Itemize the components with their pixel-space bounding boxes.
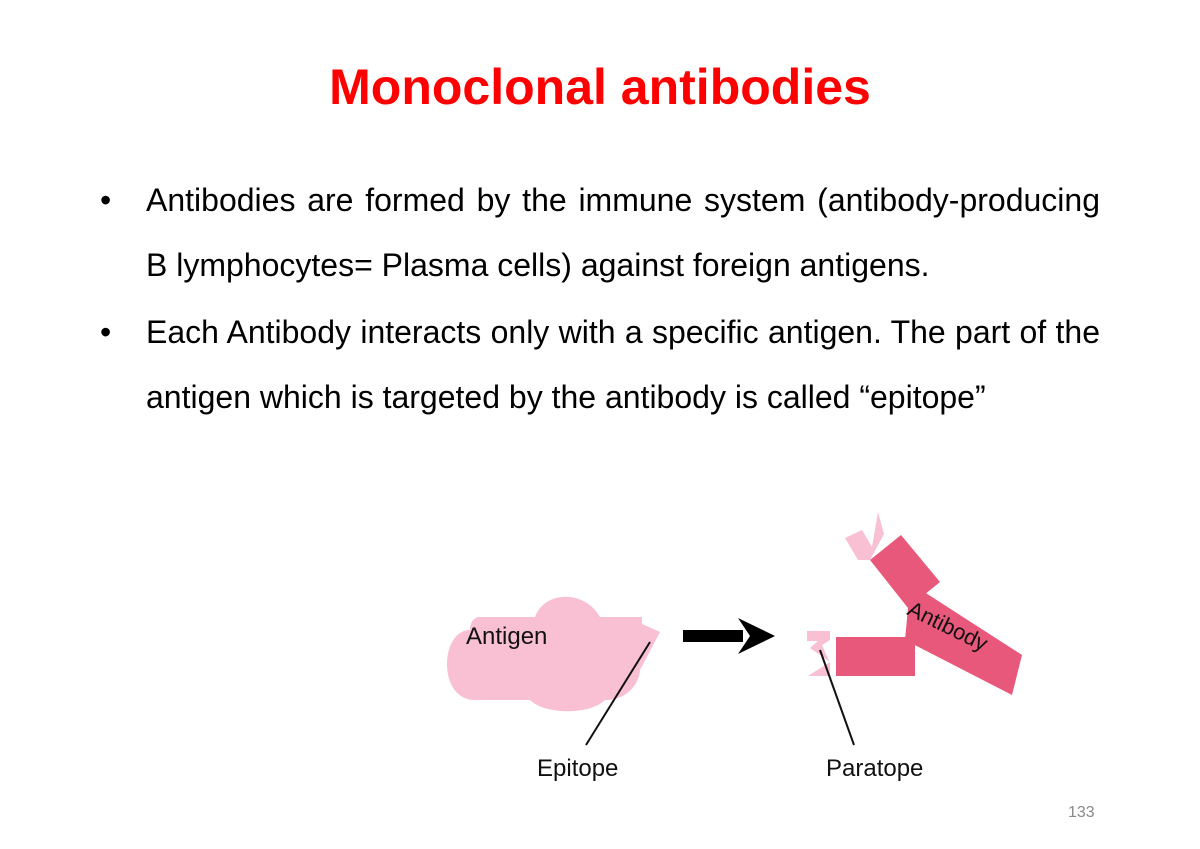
bullet-list: • Antibodies are formed by the immune sys… bbox=[100, 168, 1100, 430]
paratope-label: Paratope bbox=[826, 755, 923, 782]
bullet-icon: • bbox=[100, 314, 112, 350]
bullet-text: Each Antibody interacts only with a spec… bbox=[146, 314, 1100, 415]
slide-title: Monoclonal antibodies bbox=[329, 59, 871, 115]
bullet-item: • Antibodies are formed by the immune sys… bbox=[100, 168, 1100, 298]
antibody-shape bbox=[807, 512, 1022, 695]
antigen-shape bbox=[446, 596, 660, 712]
arrow-icon bbox=[683, 618, 775, 654]
epitope-pointer-line bbox=[585, 641, 651, 746]
epitope-label: Epitope bbox=[537, 755, 618, 782]
bullet-item: • Each Antibody interacts only with a spe… bbox=[100, 300, 1100, 430]
bullet-icon: • bbox=[100, 182, 112, 218]
paratope-pointer-line bbox=[819, 649, 855, 746]
page-number: 133 bbox=[1068, 804, 1095, 821]
antigen-label: Antigen bbox=[466, 623, 547, 650]
bullet-text: Antibodies are formed by the immune syst… bbox=[146, 182, 1100, 283]
